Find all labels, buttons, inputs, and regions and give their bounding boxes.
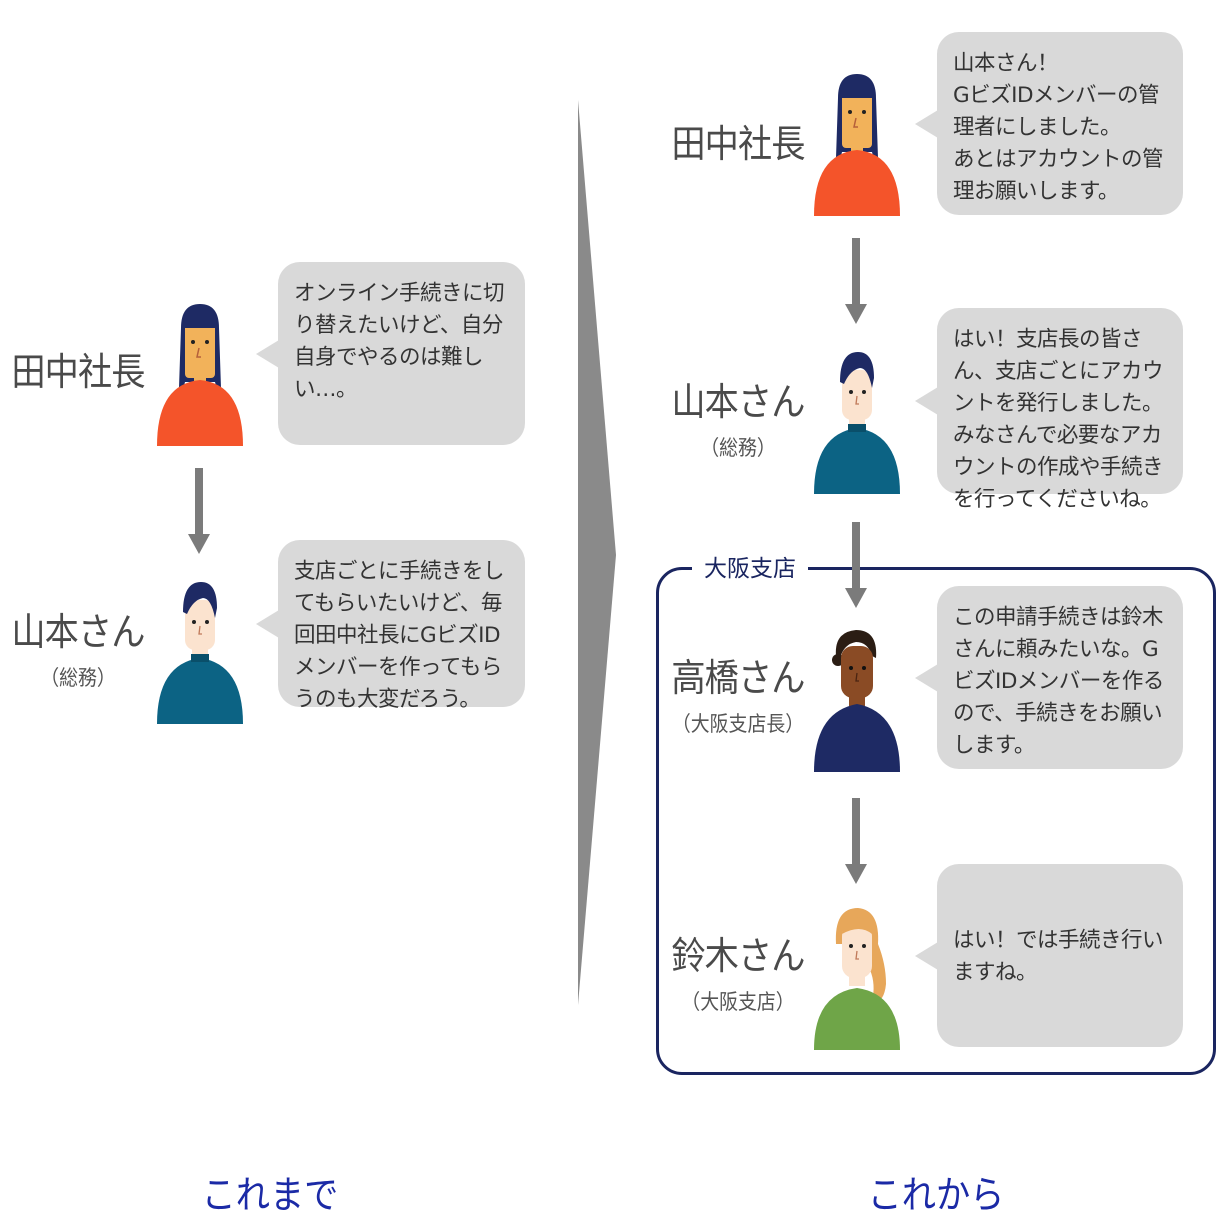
arrow-down-icon — [845, 522, 867, 608]
after-section-label: これから — [867, 1173, 1005, 1217]
before-president-bubble: オンライン手続きに切り替えたいけど、自分自身でやるのは難しい…。 — [256, 262, 525, 445]
after-president-name: 田中社長 — [671, 122, 805, 166]
after-suzuki-role: （大阪支店） — [681, 990, 795, 1014]
president-avatar — [157, 304, 243, 446]
before-yamamoto-role: （総務） — [40, 666, 116, 690]
divider-chevron — [578, 100, 616, 1005]
after-suzuki-bubble: はい！では手続き行いますね。 — [915, 864, 1183, 1047]
arrow-down-icon — [845, 238, 867, 324]
after-yamamoto-name: 山本さん — [671, 380, 805, 424]
branch-label: 大阪支店 — [692, 553, 808, 585]
after-suzuki-name: 鈴木さん — [671, 934, 805, 978]
president-avatar — [814, 74, 900, 216]
after-president-bubble: 山本さん！ GビズIDメンバーの管理者にしました。 あとはアカウントの管理お願い… — [915, 32, 1183, 215]
after-takahashi-name: 高橋さん — [671, 656, 805, 700]
arrow-down-icon — [845, 798, 867, 884]
yamamoto-avatar — [157, 582, 243, 724]
after-yamamoto-bubble: はい！支店長の皆さん、支店ごとにアカウントを発行しました。みなさんで必要なアカウ… — [915, 308, 1183, 512]
suzuki-avatar — [814, 908, 900, 1050]
arrow-down-icon — [188, 468, 210, 554]
branch-box — [656, 567, 1216, 1075]
before-section-label: これまで — [201, 1173, 339, 1217]
yamamoto-avatar — [814, 352, 900, 494]
before-yamamoto-bubble: 支店ごとに手続きをしてもらいたいけど、毎回田中社長にGビズIDメンバーを作っても… — [256, 540, 525, 712]
after-takahashi-role: （大阪支店長） — [671, 712, 805, 736]
after-yamamoto-role: （総務） — [700, 436, 776, 460]
after-takahashi-bubble: この申請手続きは鈴木さんに頼みたいな。GビズIDメンバーを作るので、手続きをお願… — [915, 586, 1183, 769]
takahashi-avatar — [814, 630, 900, 772]
before-yamamoto-name: 山本さん — [11, 610, 145, 654]
before-president-name: 田中社長 — [11, 350, 145, 394]
